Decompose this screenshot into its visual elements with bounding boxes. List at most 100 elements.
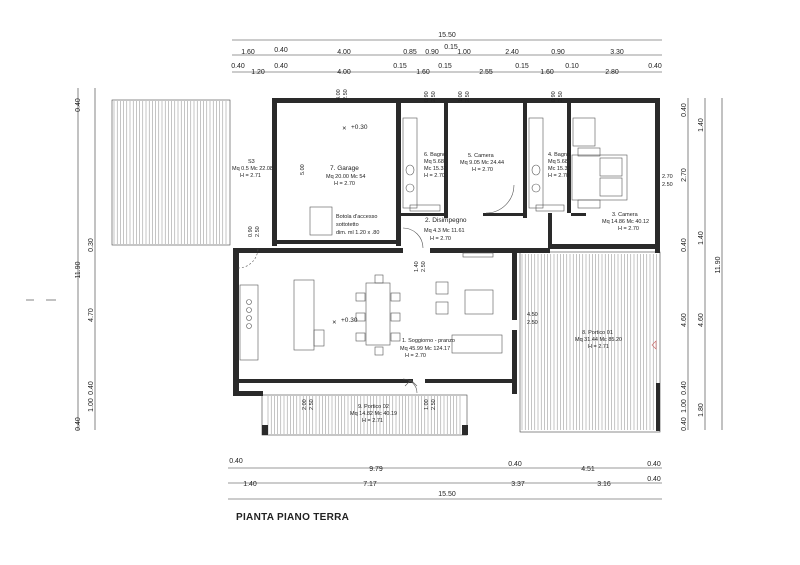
svg-text:0.90: 0.90 [425, 49, 439, 56]
svg-text:0.40: 0.40 [681, 103, 688, 117]
svg-text:Mc 15.33: Mc 15.33 [548, 166, 571, 172]
svg-text:2.50: 2.50 [431, 91, 437, 102]
svg-text:2.50: 2.50 [309, 399, 315, 410]
svg-text:5. Camera: 5. Camera [468, 153, 495, 159]
svg-text:0.90: 0.90 [551, 91, 557, 102]
hatch-s3 [113, 101, 227, 244]
svg-text:Mq 5.68: Mq 5.68 [548, 159, 568, 165]
svg-text:✕: ✕ [342, 126, 347, 132]
svg-text:2.50: 2.50 [421, 261, 427, 272]
svg-text:1.20: 1.20 [251, 69, 265, 76]
svg-text:0.15: 0.15 [438, 63, 452, 70]
svg-text:0.40: 0.40 [647, 461, 661, 468]
right-dimensions: 0.40 2.70 0.40 4.60 0.40 1.00 0.40 1.40 … [681, 98, 723, 431]
svg-text:2.55: 2.55 [479, 69, 493, 76]
svg-text:1. Soggiorno - pranzo: 1. Soggiorno - pranzo [402, 338, 455, 344]
svg-text:2.80: 2.80 [605, 69, 619, 76]
svg-text:+0.30: +0.30 [341, 317, 358, 324]
svg-text:Mq 4.3 Mc 11.61: Mq 4.3 Mc 11.61 [424, 228, 465, 234]
svg-text:11.90: 11.90 [75, 261, 82, 278]
svg-text:0.40: 0.40 [274, 63, 288, 70]
svg-text:0.90: 0.90 [424, 91, 430, 102]
svg-text:Mq 5.68: Mq 5.68 [424, 159, 444, 165]
svg-text:H = 2.70: H = 2.70 [430, 236, 451, 242]
svg-text:H = 2.71: H = 2.71 [362, 418, 383, 424]
furniture [237, 117, 628, 394]
room-labels: S3 Mq 0.5 Mc 22.08 H = 2.71 7. Garage Mq… [232, 152, 649, 424]
svg-text:2.00: 2.00 [302, 399, 308, 410]
svg-text:0.40: 0.40 [648, 63, 662, 70]
svg-text:4.50: 4.50 [527, 312, 538, 318]
svg-text:9. Portico 02: 9. Portico 02 [358, 404, 389, 410]
svg-text:0.40: 0.40 [75, 98, 82, 112]
svg-text:11.90: 11.90 [715, 256, 722, 273]
svg-text:Mq 14.82 Mc 40.19: Mq 14.82 Mc 40.19 [350, 411, 397, 417]
svg-text:1.00: 1.00 [457, 49, 471, 56]
svg-text:4.00: 4.00 [337, 49, 351, 56]
svg-text:H = 2.70: H = 2.70 [472, 167, 493, 173]
svg-text:3. Camera: 3. Camera [612, 212, 639, 218]
svg-text:4.00: 4.00 [336, 89, 342, 100]
svg-text:2.50: 2.50 [255, 226, 261, 237]
svg-text:3.30: 3.30 [610, 49, 624, 56]
internal-dimensions: 5.00 4.00 2.50 0.90 2.50 1.00 2.50 0.90 … [248, 89, 673, 410]
svg-text:7.17: 7.17 [363, 481, 377, 488]
svg-text:4.70: 4.70 [88, 308, 95, 322]
svg-text:0.40: 0.40 [508, 461, 522, 468]
top-dimensions: 15.50 1.60 0.40 4.00 0.85 0.90 0.15 1.00… [231, 32, 662, 76]
svg-text:H = 2.70: H = 2.70 [334, 181, 355, 187]
svg-text:1.00: 1.00 [88, 398, 95, 412]
svg-text:1.80: 1.80 [698, 403, 705, 417]
svg-text:1.60: 1.60 [416, 69, 430, 76]
svg-text:2.50: 2.50 [558, 91, 564, 102]
svg-text:H = 2.71: H = 2.71 [240, 173, 261, 179]
svg-text:1.00: 1.00 [424, 399, 430, 410]
svg-text:Mq 9.05 Mc 24.44: Mq 9.05 Mc 24.44 [460, 160, 504, 166]
svg-text:1.00: 1.00 [458, 91, 464, 102]
svg-text:1.60: 1.60 [241, 49, 255, 56]
svg-text:0.40: 0.40 [75, 417, 82, 431]
svg-text:1.00: 1.00 [681, 399, 688, 413]
svg-text:0.15: 0.15 [444, 44, 458, 51]
svg-text:6. Bagno: 6. Bagno [424, 152, 446, 158]
svg-text:Mq 20.00 Mc 54: Mq 20.00 Mc 54 [326, 174, 365, 180]
svg-text:H = 2.71: H = 2.71 [588, 344, 609, 350]
svg-text:0.40: 0.40 [681, 238, 688, 252]
svg-text:2.50: 2.50 [465, 91, 471, 102]
svg-text:H = 2.70: H = 2.70 [548, 173, 569, 179]
svg-text:2.50: 2.50 [431, 399, 437, 410]
bottom-dimensions: 0.40 9.79 0.40 4.51 0.40 1.40 7.17 3.37 … [228, 458, 662, 500]
svg-text:sottotetto: sottotetto [336, 222, 359, 228]
svg-text:2.40: 2.40 [505, 49, 519, 56]
svg-text:0.40: 0.40 [231, 63, 245, 70]
svg-text:0.40: 0.40 [274, 47, 288, 54]
svg-text:0.90: 0.90 [551, 49, 565, 56]
left-dimensions: 0.40 11.90 0.30 4.70 0.40 1.00 0.40 [26, 88, 96, 431]
svg-text:2.70: 2.70 [662, 174, 673, 180]
svg-text:0.30: 0.30 [88, 238, 95, 252]
svg-text:+0.30: +0.30 [351, 124, 368, 131]
svg-text:H = 2.70: H = 2.70 [618, 226, 639, 232]
svg-text:4.60: 4.60 [698, 313, 705, 327]
svg-text:1.40: 1.40 [243, 481, 257, 488]
svg-text:0.85: 0.85 [403, 49, 417, 56]
svg-text:Mq 31.44 Mc 85.20: Mq 31.44 Mc 85.20 [575, 337, 622, 343]
svg-text:2.50: 2.50 [662, 182, 673, 188]
svg-text:2. Disimpegno: 2. Disimpegno [425, 217, 467, 224]
svg-text:0.40: 0.40 [229, 458, 243, 465]
svg-text:4. Bagno: 4. Bagno [548, 152, 570, 158]
svg-text:H = 2.70: H = 2.70 [405, 353, 426, 359]
svg-text:Mq 0.5 Mc 22.08: Mq 0.5 Mc 22.08 [232, 166, 273, 172]
svg-text:1.40: 1.40 [698, 231, 705, 245]
svg-text:8. Portico 01: 8. Portico 01 [582, 330, 613, 336]
section-marker-icon [651, 340, 657, 350]
walls [233, 98, 660, 435]
svg-text:3.37: 3.37 [511, 481, 525, 488]
svg-text:2.70: 2.70 [681, 168, 688, 182]
svg-text:Botola d'accesso: Botola d'accesso [336, 214, 377, 220]
level-markers: ✕ +0.30 ✕ +0.30 [332, 124, 368, 326]
svg-text:1.60: 1.60 [540, 69, 554, 76]
svg-text:2.50: 2.50 [343, 89, 349, 100]
svg-text:2.50: 2.50 [527, 320, 538, 326]
